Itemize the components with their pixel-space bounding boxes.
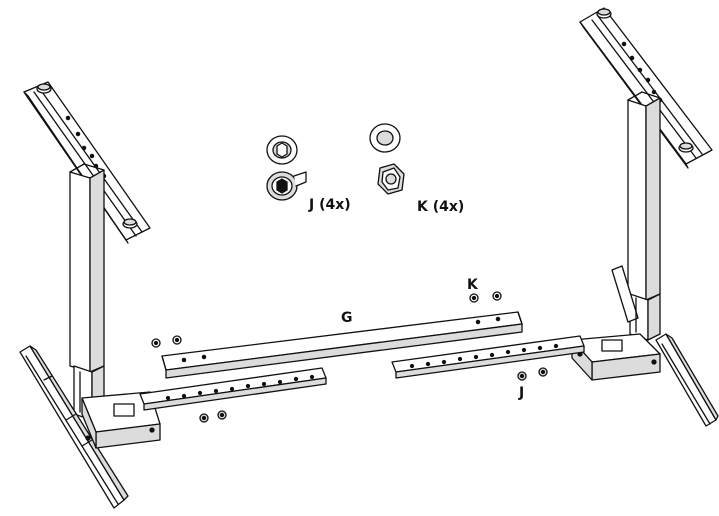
hardware-j-quantity-label: J (4x) [309,197,351,213]
hardware-j-bolt-group [266,135,307,201]
left-leg-assembly [19,81,161,509]
hardware-k-quantity-label: K (4x) [417,199,465,215]
crossbar-g-label: G [341,310,353,326]
hex-nut-icon [377,163,405,195]
callout-k-label: K [467,277,478,293]
right-leg-assembly [571,7,719,427]
hardware-k-nut-group [369,123,405,195]
right-motor-box [571,333,661,381]
left-column [69,163,105,421]
washer-icon [369,123,401,153]
crossbar-g [161,311,523,379]
left-top-bracket [23,81,151,244]
left-extension-rail [139,367,327,411]
right-top-bracket [579,7,713,169]
scene-screws [151,291,548,423]
left-foot [19,345,129,509]
callout-j-label: J [519,385,525,401]
right-column [611,91,661,341]
right-extension-rail [391,335,585,379]
socket-bolt-icon [266,171,307,201]
right-foot [655,333,719,427]
left-motor-box [81,391,161,449]
washer-icon [266,135,298,165]
